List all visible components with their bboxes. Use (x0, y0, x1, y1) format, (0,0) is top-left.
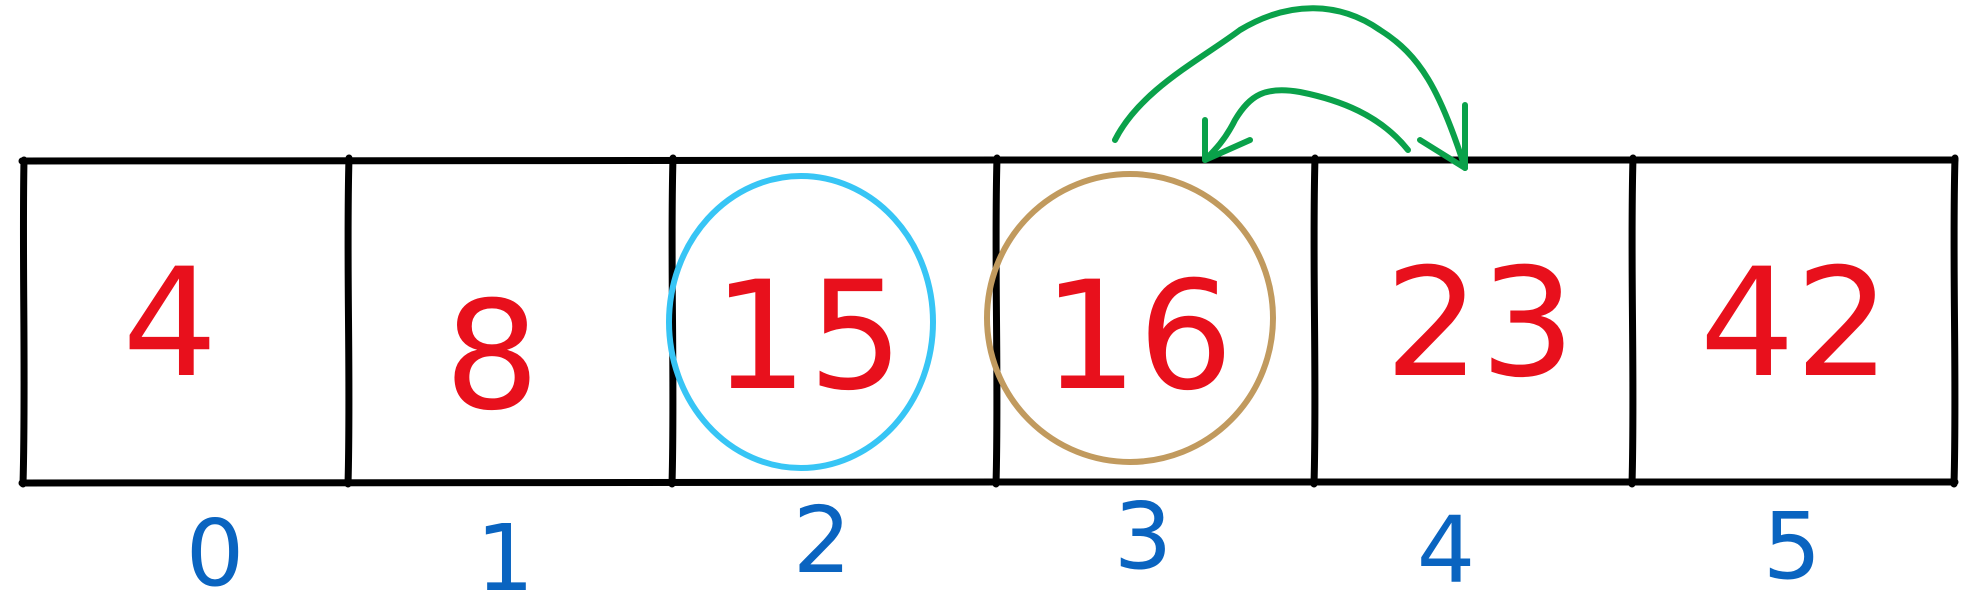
grid-divider-0 (19, 156, 28, 488)
arrow-long-head (1417, 102, 1468, 171)
grid-divider-5 (1628, 154, 1637, 488)
cell-value-2: 15 (713, 250, 904, 424)
index-label-3: 3 (1114, 483, 1173, 590)
cell-values: 4 8 15 16 23 42 (122, 237, 1890, 444)
grid-top-line (18, 156, 1959, 165)
arrow-long-curve (1112, 5, 1468, 171)
cell-value-1: 8 (444, 270, 539, 444)
highlight-circle-index-3 (984, 171, 1276, 465)
swap-arrows (1112, 5, 1468, 171)
index-label-2: 2 (793, 487, 852, 594)
cell-value-3: 16 (1043, 250, 1234, 424)
arrow-short-curve (1202, 87, 1411, 163)
grid-divider-1 (344, 154, 353, 488)
grid-divider-6 (1950, 154, 1959, 488)
highlight-circle-index-2 (666, 173, 936, 471)
grid-divider-4 (1310, 154, 1319, 488)
grid-bottom-line (18, 478, 1959, 487)
grid-divider-3 (992, 154, 1001, 488)
index-label-4: 4 (1417, 497, 1476, 603)
array-grid (18, 154, 1959, 488)
cell-value-4: 23 (1385, 237, 1576, 411)
cell-value-5: 42 (1700, 237, 1891, 411)
index-label-0: 0 (186, 500, 245, 603)
cell-value-0: 4 (122, 237, 217, 411)
index-label-1: 1 (476, 505, 535, 603)
arrow-short-head (1202, 117, 1253, 163)
grid-divider-2 (668, 154, 677, 488)
index-label-5: 5 (1763, 493, 1822, 600)
index-labels: 0 1 2 3 4 5 (186, 483, 1822, 603)
